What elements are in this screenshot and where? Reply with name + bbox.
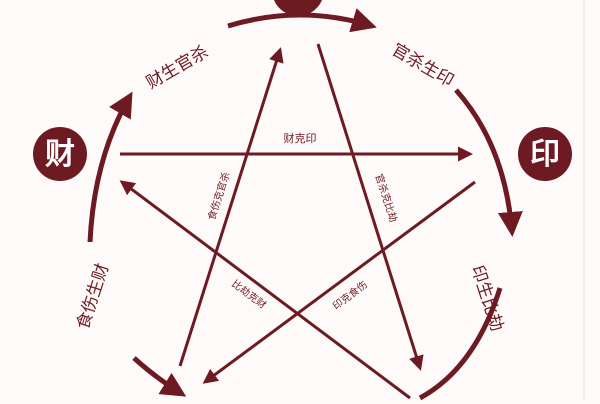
label-shi-shang-sheng-cai: 食伤生财 [73, 261, 113, 332]
label-guan-sha-sheng-yin: 官杀生印 [388, 40, 457, 91]
node-yin [518, 127, 572, 181]
node-cai [33, 127, 87, 181]
label-cai-ke-yin: 财克印 [284, 131, 317, 145]
control-line-yin-ke-shi-shang [202, 180, 476, 384]
node-top [274, 0, 322, 16]
cycle-arrow-left [87, 91, 133, 243]
label-guan-sha-ke-bi-jie: 官杀克比劫 [372, 172, 400, 224]
label-bi-jie-ke-cai: 比劫克财 [229, 277, 269, 311]
node-yin-label: 印 [530, 137, 560, 172]
control-line-shi-shang-ke-guan-sha [178, 47, 284, 367]
cycle-arrow-bottom-left [132, 356, 187, 397]
label-yin-sheng-bi-jie: 印生比劫 [467, 263, 507, 334]
cycle-arrow-right [454, 88, 523, 237]
cycle-arrow-bottom-right [418, 287, 503, 401]
label-cai-sheng-guan-sha: 财生官杀 [143, 42, 212, 93]
control-line-bi-jie-ke-cai [119, 180, 411, 400]
node-cai-label: 财 [45, 137, 75, 172]
cycle-arrow-top [227, 8, 377, 33]
control-line-guan-sha-ke-bi-jie [316, 43, 424, 371]
